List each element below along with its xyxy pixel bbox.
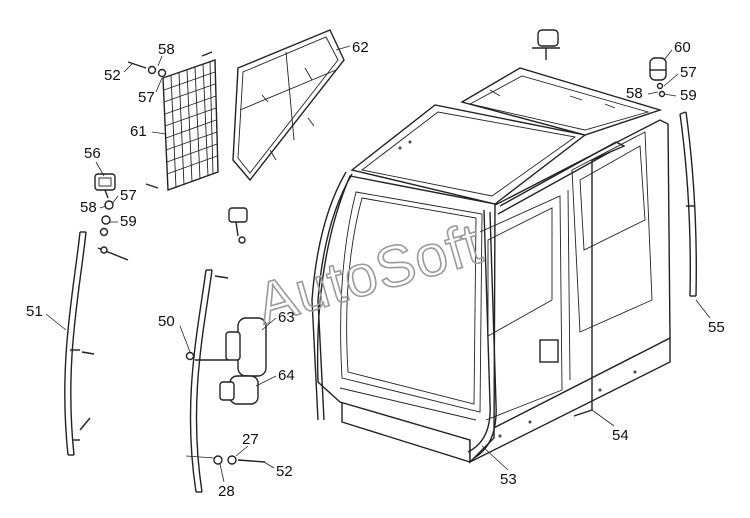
callout-59-left: 59 [120,213,137,230]
callout-62: 62 [352,39,369,56]
beacon-light [649,57,667,98]
mirror-rail [185,269,229,493]
callout-57-left: 57 [120,187,137,204]
work-light-left [94,173,129,261]
callout-58-right: 58 [626,85,643,102]
bolt-washer-set-top [127,61,167,78]
callout-54: 54 [612,427,629,444]
callout-52-top: 52 [104,67,121,84]
callout-58-top: 58 [158,41,175,58]
callout-59-right: 59 [680,87,697,104]
rear-mirror-lower [219,375,259,405]
callout-50: 50 [158,313,175,330]
mirror-light-small [228,207,248,244]
front-guard-grille [145,51,219,191]
rear-mirror-upper [225,317,267,377]
callout-64: 64 [278,367,295,384]
callout-61: 61 [130,123,147,140]
callout-28: 28 [218,483,235,500]
right-grab-rail [679,111,697,297]
left-grab-rail [64,231,95,456]
leader-lines [45,45,711,483]
window-frame [232,29,345,182]
callouts: 52 58 57 61 62 56 58 57 59 51 50 63 64 2… [26,39,725,500]
callout-52-bottom: 52 [276,463,293,480]
callout-56: 56 [84,145,101,162]
callout-60: 60 [674,39,691,56]
callout-53: 53 [500,471,517,488]
callout-57-top: 57 [138,89,155,106]
grille-mesh [163,61,218,189]
callout-51: 51 [26,303,43,320]
cab-body [311,67,671,464]
callout-27: 27 [242,431,259,448]
callout-57-right: 57 [680,64,697,81]
bolt-washer-set-bottom [185,455,266,465]
callout-55: 55 [708,319,725,336]
callout-58-left: 58 [80,199,97,216]
roof-work-light [532,29,560,60]
callout-63: 63 [278,309,295,326]
